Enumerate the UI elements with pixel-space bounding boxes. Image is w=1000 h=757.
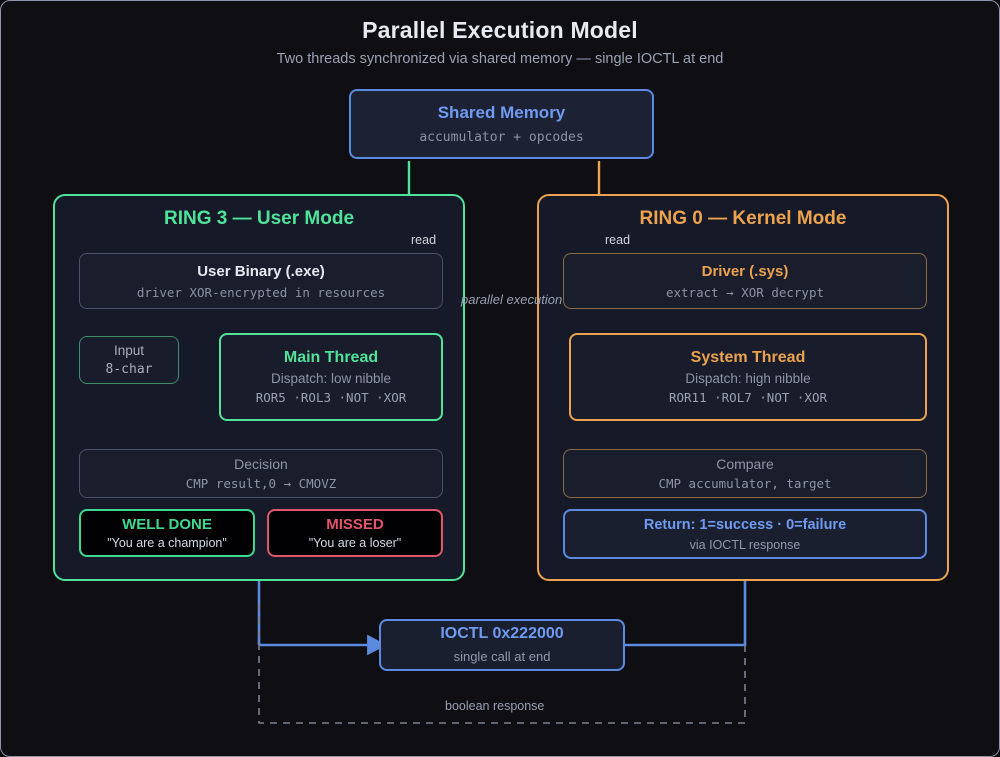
missed-panel[interactable]: MISSED "You are a loser" [267, 509, 443, 557]
input-panel[interactable]: Input 8-char [79, 336, 179, 384]
user-binary-subtitle: driver XOR-encrypted in resources [136, 284, 386, 300]
system-thread-title: System Thread [690, 349, 806, 366]
input-label: Input [113, 343, 145, 358]
well-done-subtitle: "You are a champion" [107, 536, 227, 550]
ioctl-title: IOCTL 0x222000 [440, 625, 564, 643]
return-subtitle: via IOCTL response [689, 537, 801, 552]
return-title: Return: 1=success · 0=failure [643, 516, 847, 533]
compare-title: Compare [716, 456, 774, 472]
missed-title: MISSED [326, 516, 384, 533]
well-done-panel[interactable]: WELL DONE "You are a champion" [79, 509, 255, 557]
edge-label-boolean-response: boolean response [445, 699, 545, 713]
user-binary-title: User Binary (.exe) [197, 262, 325, 280]
ring0-title: RING 0 — Kernel Mode [639, 208, 847, 229]
user-binary-panel[interactable]: User Binary (.exe) driver XOR-encrypted … [79, 253, 443, 309]
shared-memory-title: Shared Memory [437, 102, 566, 122]
ring0-container[interactable]: RING 0 — Kernel Mode Driver (.sys) extra… [537, 194, 949, 581]
edge-label-parallel-execution: parallel execution [461, 292, 563, 307]
well-done-title: WELL DONE [122, 516, 212, 533]
wire-ioctl-to-return [625, 557, 756, 647]
ring3-title: RING 3 — User Mode [163, 208, 355, 229]
decision-subtitle: CMP result,0 → CMOVZ [185, 476, 337, 491]
system-thread-subtitle: Dispatch: high nibble [685, 371, 811, 386]
compare-panel[interactable]: Compare CMP accumulator, target [563, 449, 927, 498]
ioctl-box[interactable]: IOCTL 0x222000 single call at end [379, 619, 625, 671]
edge-label-read-kernel: read [605, 233, 631, 247]
main-thread-panel[interactable]: Main Thread Dispatch: low nibble ROR5 ·R… [219, 333, 443, 421]
decision-title: Decision [234, 456, 288, 472]
main-thread-subtitle: Dispatch: low nibble [270, 371, 392, 386]
driver-title: Driver (.sys) [701, 262, 789, 280]
system-thread-ops: ROR11 ·ROL7 ·NOT ·XOR [668, 390, 828, 405]
compare-subtitle: CMP accumulator, target [658, 476, 832, 491]
decision-panel[interactable]: Decision CMP result,0 → CMOVZ [79, 449, 443, 498]
return-panel[interactable]: Return: 1=success · 0=failure via IOCTL … [563, 509, 927, 559]
system-thread-panel[interactable]: System Thread Dispatch: high nibble ROR1… [569, 333, 927, 421]
main-thread-title: Main Thread [283, 349, 379, 366]
driver-panel[interactable]: Driver (.sys) extract → XOR decrypt [563, 253, 927, 309]
page-subtitle: Two threads synchronized via shared memo… [276, 51, 724, 67]
driver-subtitle: extract → XOR decrypt [665, 284, 825, 300]
ring3-container[interactable]: RING 3 — User Mode User Binary (.exe) dr… [53, 194, 465, 581]
input-value: 8-char [105, 362, 153, 377]
page-title: Parallel Execution Model [362, 17, 638, 43]
main-thread-ops: ROR5 ·ROL3 ·NOT ·XOR [255, 390, 407, 405]
edge-label-read-user: read [411, 233, 437, 247]
missed-subtitle: "You are a loser" [308, 536, 402, 550]
shared-memory-box[interactable]: Shared Memory accumulator + opcodes [349, 89, 654, 159]
ioctl-subtitle: single call at end [453, 649, 551, 665]
shared-memory-subtitle: accumulator + opcodes [419, 129, 584, 145]
